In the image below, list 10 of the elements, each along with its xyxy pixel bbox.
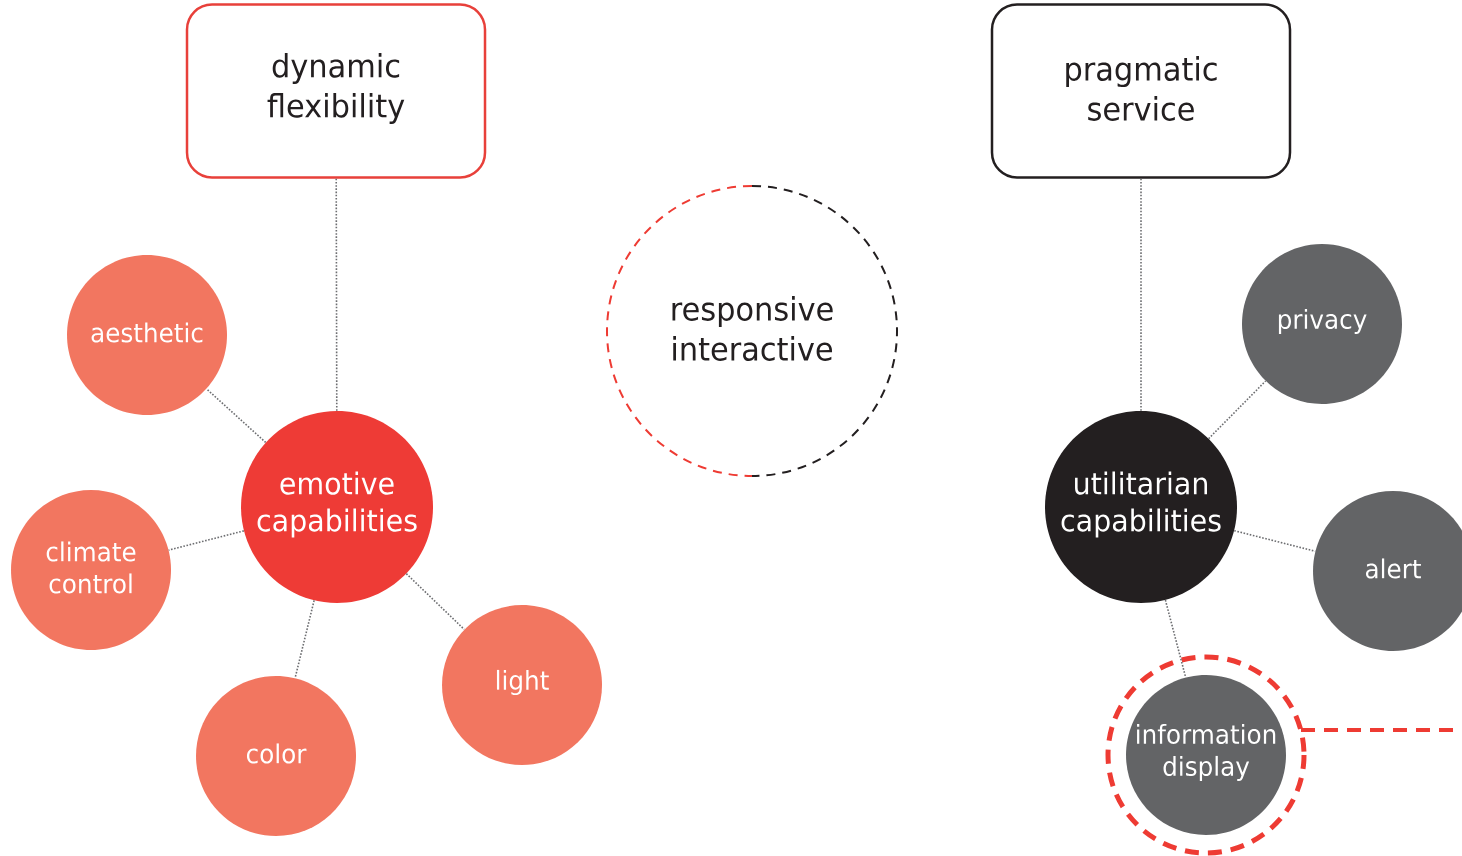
dotted-line bbox=[335, 177, 338, 412]
dotted-line bbox=[1207, 380, 1267, 440]
dotted-line bbox=[405, 572, 466, 631]
dotted-line bbox=[205, 388, 267, 444]
rounded-box: pragmatic service bbox=[990, 3, 1292, 179]
rounded-box: dynamic flexibility bbox=[185, 3, 487, 179]
dotted-line bbox=[167, 530, 245, 551]
dotted-line bbox=[1164, 599, 1187, 679]
dotted-line bbox=[1140, 177, 1142, 412]
dotted-line bbox=[294, 599, 315, 679]
